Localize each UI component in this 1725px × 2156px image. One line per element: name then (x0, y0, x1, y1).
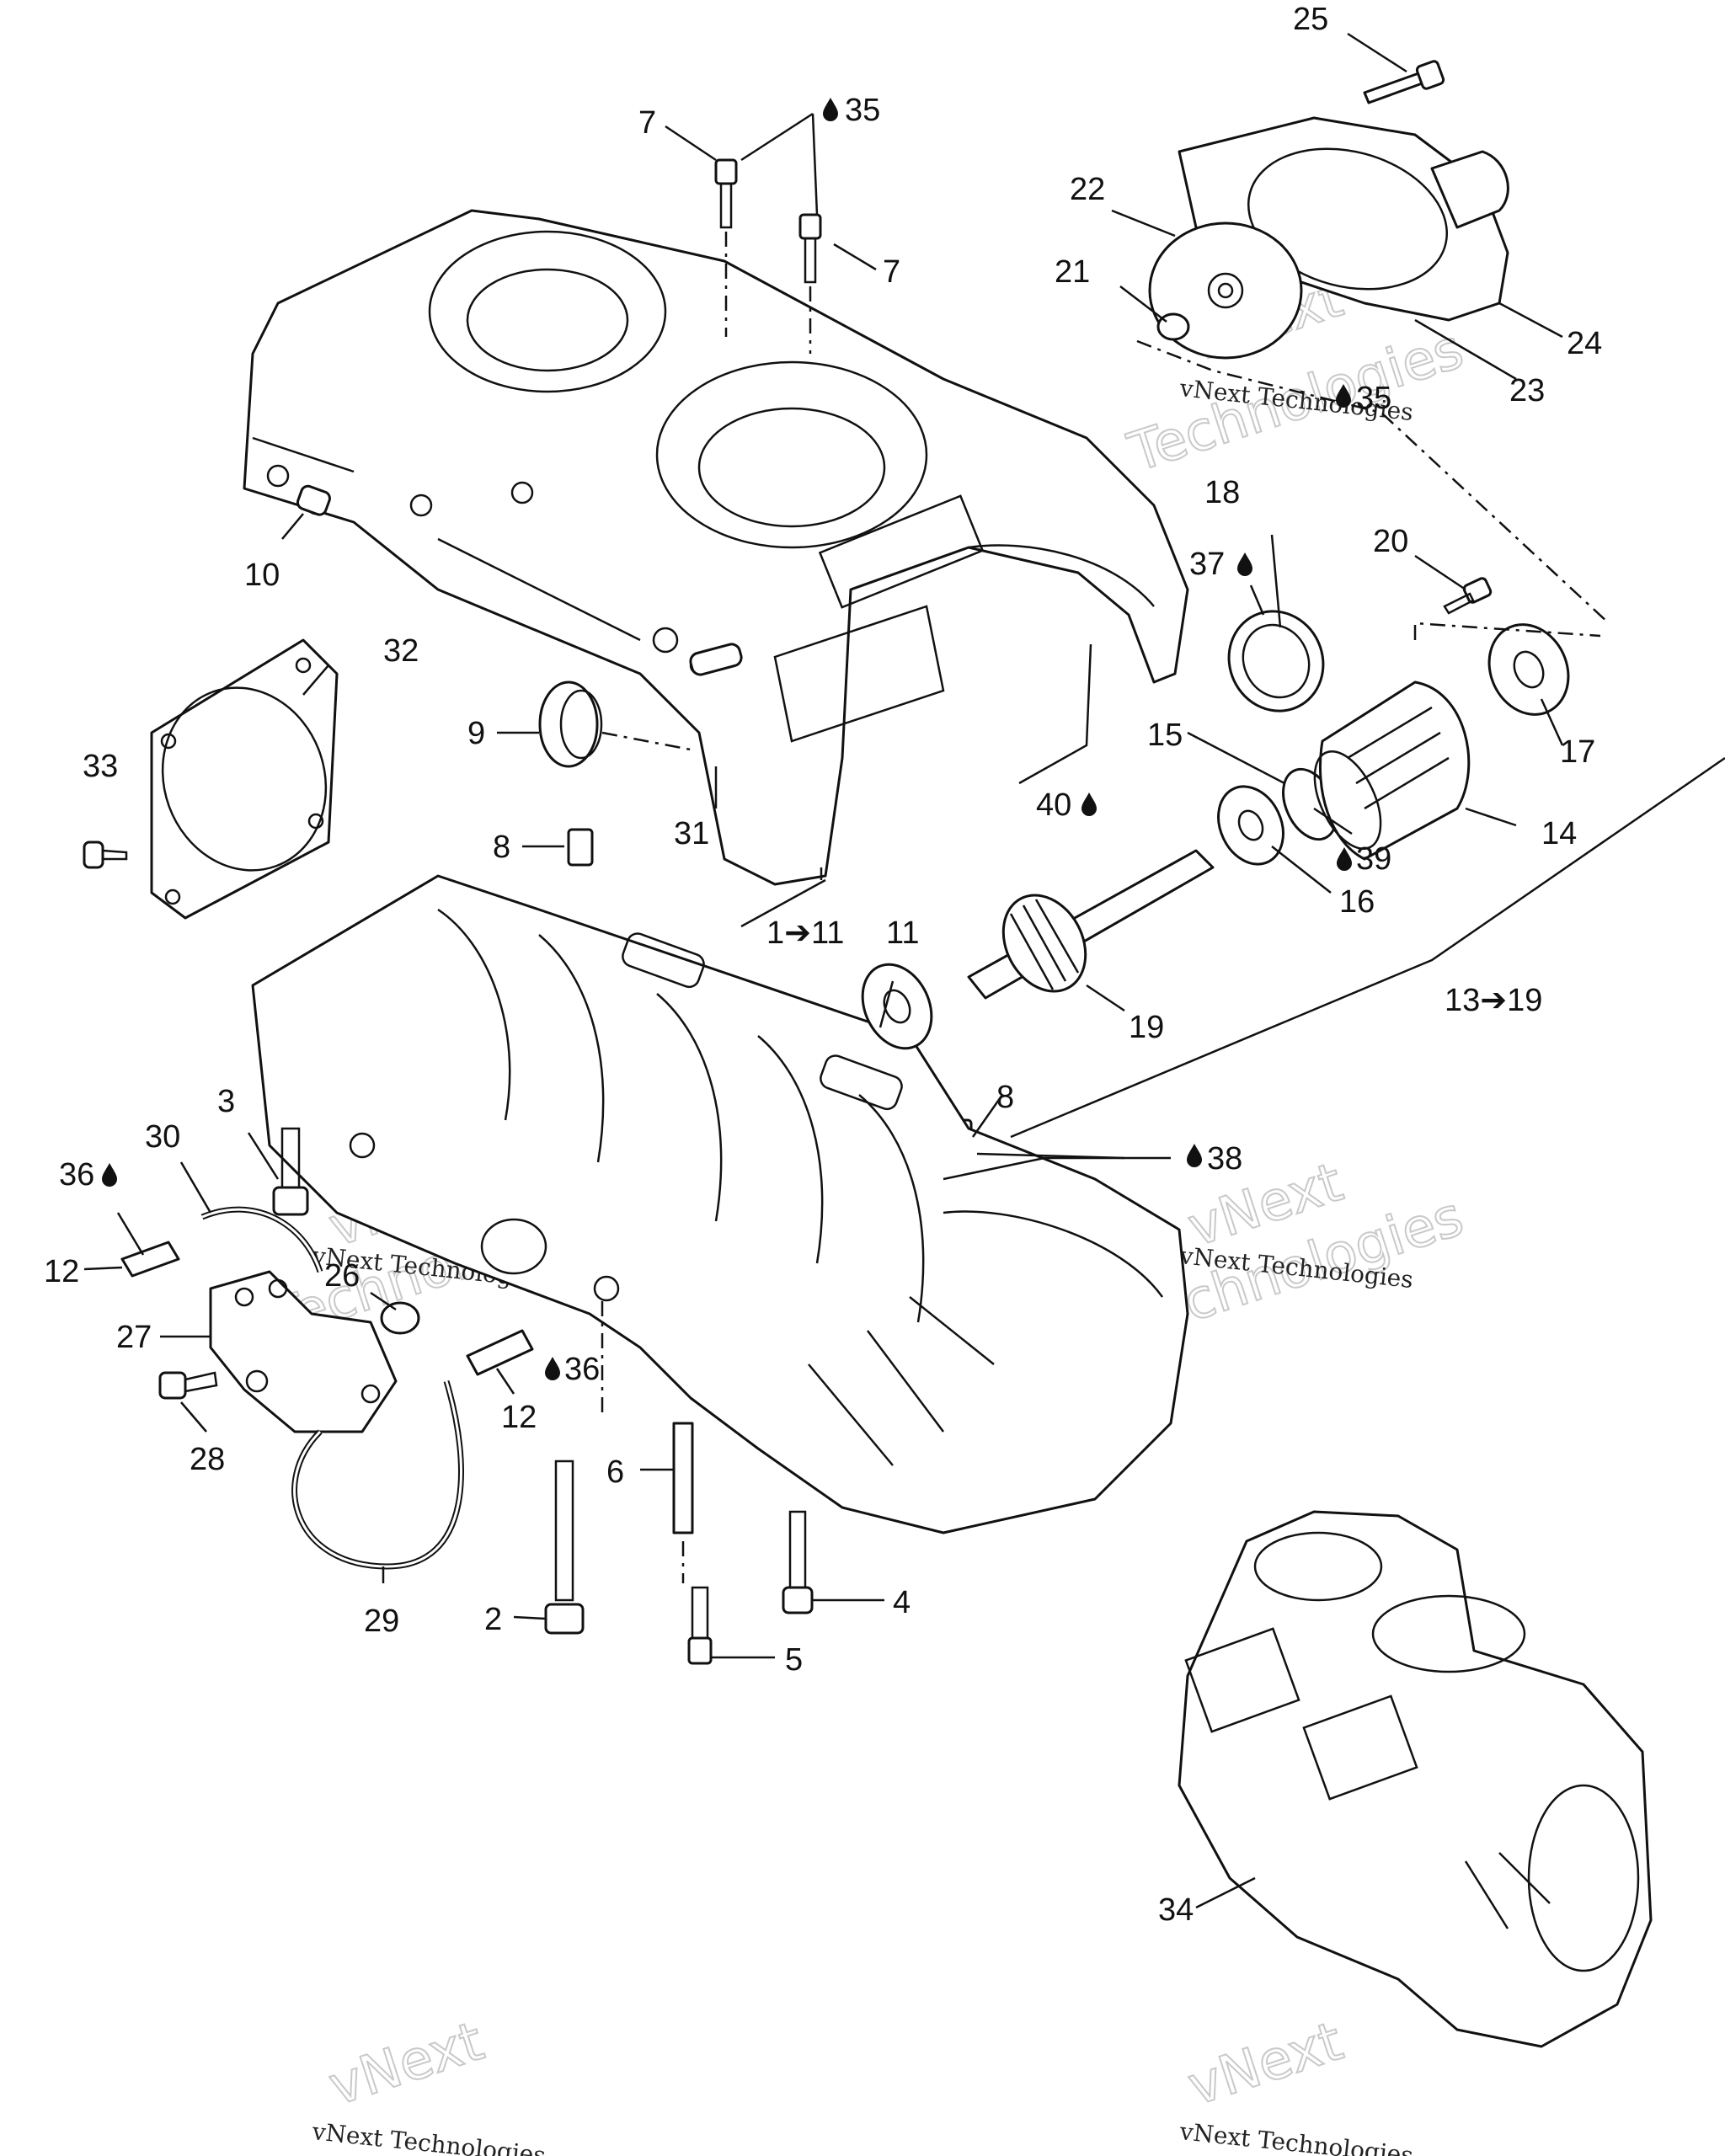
upper-crankcase (243, 209, 1189, 886)
plug-31 (689, 643, 743, 676)
housing-14 (1313, 680, 1471, 861)
callout-12-left: 12 (44, 1254, 79, 1289)
plug-10 (296, 484, 331, 516)
callout-6: 6 (606, 1454, 624, 1490)
o-ring-26 (380, 1301, 420, 1335)
callout-4: 4 (893, 1585, 911, 1620)
callout-7-right: 7 (883, 254, 900, 290)
callout-7-left: 7 (638, 105, 656, 141)
callout-3: 3 (217, 1084, 235, 1119)
callout-14: 14 (1541, 816, 1577, 851)
oil-drop-icon (102, 1163, 117, 1187)
bolt-7-left (714, 158, 738, 337)
oil-drop-icon (1237, 552, 1252, 576)
seal-9 (538, 680, 692, 768)
callout-21: 21 (1055, 254, 1090, 290)
screw-20 (1443, 577, 1493, 615)
fitting-12-right (466, 1329, 534, 1376)
callout-23: 23 (1509, 373, 1545, 408)
svg-text:vNext: vNext (322, 2010, 491, 2118)
watermark-bottom-right: vNext vNext Technologies (1178, 2009, 1414, 2156)
svg-text:vNext Technologies: vNext Technologies (310, 2117, 547, 2156)
callout-33: 33 (83, 749, 118, 784)
callout-5: 5 (785, 1642, 803, 1678)
assembly-line-13-19 (1010, 756, 1725, 1139)
callout-17: 17 (1560, 734, 1595, 770)
oil-drop-icon (1081, 792, 1097, 816)
callout-34: 34 (1158, 1892, 1194, 1928)
callout-18: 18 (1204, 475, 1240, 510)
callout-26: 26 (324, 1258, 360, 1294)
callout-22: 22 (1070, 172, 1105, 207)
cap-17 (1487, 623, 1570, 716)
callout-30: 30 (145, 1119, 180, 1155)
callout-25: 25 (1293, 2, 1328, 37)
callout-19: 19 (1129, 1010, 1164, 1045)
bolt-5 (687, 1586, 713, 1665)
bolt-7-right (798, 213, 822, 354)
hose-29 (291, 1380, 464, 1570)
callout-15: 15 (1147, 718, 1183, 753)
oil-drop-icon (1337, 847, 1352, 871)
oil-drop-icon (1187, 1144, 1202, 1167)
callout-8-bottom: 8 (996, 1080, 1014, 1115)
bolt-28 (158, 1371, 218, 1400)
callout-12-right: 12 (501, 1400, 537, 1435)
callout-36-left: 36 (59, 1157, 94, 1193)
svg-text:vNext: vNext (1181, 2010, 1350, 2118)
watermark-bottom-left: vNext vNext Technologies (310, 2009, 547, 2156)
stud-6 (672, 1422, 694, 1583)
bearing-16 (1217, 785, 1284, 866)
callout-24: 24 (1567, 326, 1602, 361)
leader-lines (83, 32, 1564, 1909)
callout-1-11: 1➔11 (766, 915, 844, 951)
callout-16: 16 (1339, 884, 1375, 920)
callout-9: 9 (467, 716, 485, 751)
callout-35-top: 35 (845, 93, 880, 128)
lower-crankcase (251, 874, 1189, 1534)
callout-35-right: 35 (1356, 381, 1391, 416)
callout-27: 27 (116, 1320, 152, 1355)
callout-31: 31 (674, 816, 709, 851)
ring-18 (1227, 610, 1325, 712)
callout-11: 11 (886, 915, 919, 951)
callout-29: 29 (364, 1604, 399, 1639)
bolt-25 (1363, 60, 1445, 104)
hose-30 (200, 1206, 323, 1273)
oil-pump-27 (209, 1270, 398, 1433)
engine-assembly-34 (1178, 1510, 1653, 2048)
callout-2: 2 (484, 1602, 502, 1637)
callout-39: 39 (1356, 841, 1391, 877)
callout-8-top: 8 (493, 830, 510, 865)
callout-37: 37 (1189, 547, 1225, 582)
assembly-line-pump (1136, 339, 1610, 624)
bolt-3 (272, 1127, 309, 1216)
callout-labels: 7 7 35 10 9 32 33 31 8 1➔11 11 40 15 39 … (44, 2, 1602, 1928)
cover-32 (150, 638, 339, 920)
assembly-line-20 (1413, 622, 1601, 640)
shaft-gear-19 (967, 849, 1215, 1000)
oil-drop-icon (545, 1357, 560, 1380)
pump-housing-24 (1178, 116, 1509, 322)
callout-13-19: 13➔19 (1445, 983, 1542, 1018)
oil-drop-icon (823, 98, 838, 121)
bolt-4 (782, 1510, 814, 1614)
screw-33 (83, 841, 128, 869)
callout-10: 10 (244, 558, 280, 593)
callout-20: 20 (1373, 524, 1408, 559)
bolt-2 (544, 1460, 585, 1635)
callout-28: 28 (190, 1442, 225, 1477)
callout-40: 40 (1036, 787, 1071, 823)
callout-32: 32 (383, 633, 419, 669)
fitting-12-left (120, 1241, 180, 1278)
svg-text:vNext Technologies: vNext Technologies (1178, 2117, 1414, 2156)
callout-38: 38 (1207, 1141, 1242, 1177)
dowel-8-top (567, 828, 594, 867)
callout-36-right: 36 (564, 1352, 600, 1387)
